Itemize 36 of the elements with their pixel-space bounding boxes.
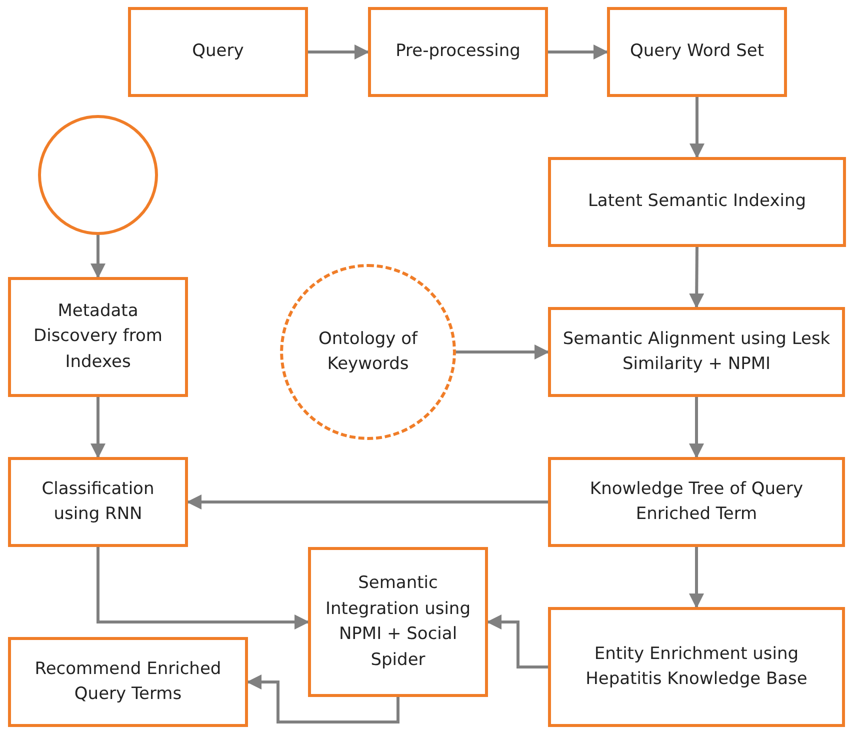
arrow xyxy=(456,344,550,360)
arrow xyxy=(690,97,704,158)
arrow xyxy=(486,614,548,668)
arrow xyxy=(689,246,704,308)
node-text: Recommend Enriched Query Terms xyxy=(34,658,222,706)
process-box xyxy=(368,7,548,97)
process-box xyxy=(128,7,308,97)
process-box xyxy=(548,307,845,397)
node-text: Pre-processing xyxy=(396,40,520,64)
arrow xyxy=(96,547,310,630)
node-text: Semantic Alignment using Lesk Similarity + NPMI xyxy=(562,328,832,376)
node-text: Query xyxy=(192,40,244,64)
process-box xyxy=(607,7,787,97)
arrow xyxy=(548,44,608,60)
arrow xyxy=(689,547,704,608)
arrow xyxy=(689,397,704,458)
node-text: Metadata Discovery from Indexes xyxy=(32,300,164,374)
node-text: Query Word Set xyxy=(630,40,764,64)
node-text: Entity Enrichment using Hepatitis Knowledge Base xyxy=(584,642,808,691)
node-text: Knowledge Tree of Query Enriched Term xyxy=(588,478,804,526)
process-box xyxy=(8,457,188,547)
arrow xyxy=(308,44,370,60)
arrow xyxy=(90,235,106,278)
arrow xyxy=(246,674,400,724)
node-text: Ontology of Keywords xyxy=(318,328,419,376)
process-box xyxy=(8,277,188,397)
process-box xyxy=(548,457,845,547)
arrow xyxy=(186,494,548,510)
process-box xyxy=(548,607,845,727)
node-text: Classification using RNN xyxy=(40,478,156,526)
node-text: Semantic Integration using NPMI + Social Spider xyxy=(324,572,472,672)
process-box xyxy=(308,547,488,697)
process-box xyxy=(8,637,248,727)
node-text: Latent Semantic Indexing xyxy=(588,190,806,214)
process-box xyxy=(548,157,846,247)
arrow xyxy=(90,397,106,458)
